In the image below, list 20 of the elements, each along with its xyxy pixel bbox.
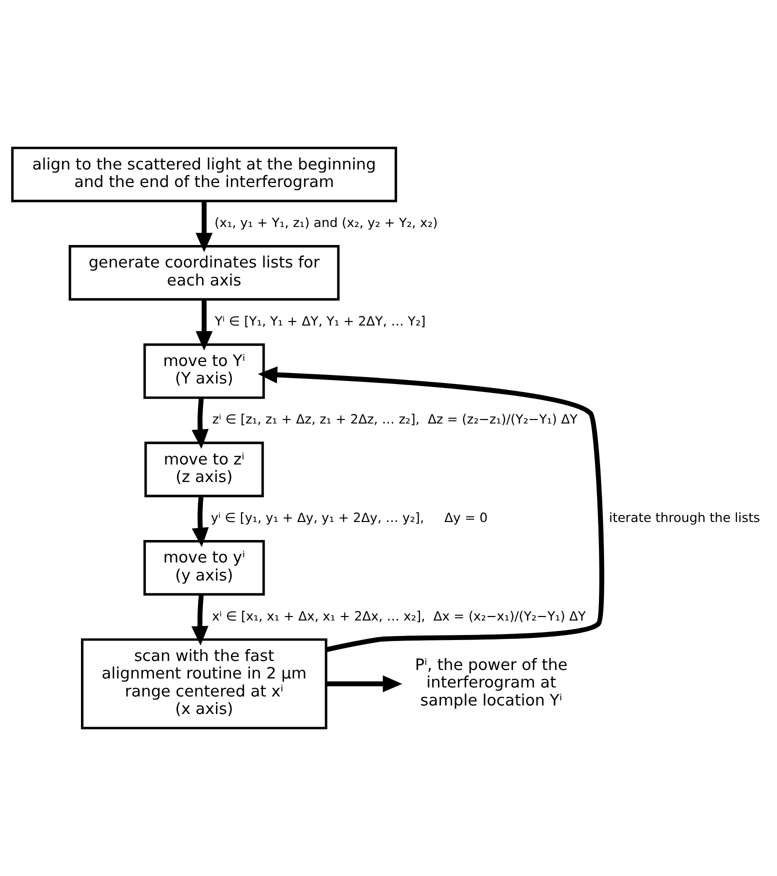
arrow <box>258 366 604 652</box>
arrow <box>191 594 208 646</box>
node-box: align to the scattered light at the beginning and the end of the interferogram <box>11 146 398 202</box>
node-box: move to zⁱ (z axis) <box>144 442 264 498</box>
arrow <box>192 398 209 449</box>
node-box: generate coordinates lists for each axis <box>68 245 340 301</box>
edge-label: iterate through the lists <box>609 510 760 526</box>
edge-label: Yⁱ ∈ [Y₁, Y₁ + ΔY, Y₁ + 2ΔY, … Y₂] <box>214 314 426 330</box>
arrow <box>326 675 402 692</box>
node-text: Pⁱ, the power of the interferogram at sample location Yⁱ <box>414 654 568 710</box>
arrow <box>192 496 209 548</box>
edge-label: (x₁, y₁ + Y₁, z₁) and (x₂, y₂ + Y₂, x₂) <box>214 216 438 231</box>
edge-label: yⁱ ∈ [y₁, y₁ + Δy, y₁ + 2Δy, … y₂], Δy = 0 <box>210 510 488 526</box>
arrow <box>196 299 213 351</box>
node-box: move to yⁱ (y axis) <box>143 540 265 596</box>
arrow <box>196 201 213 252</box>
node-box: move to Yⁱ (Y axis) <box>143 343 265 399</box>
edge-label: zⁱ ∈ [z₁, z₁ + Δz, z₁ + 2Δz, … z₂], Δz = (z₂−z₁)/(Y₂−Y₁) ΔY <box>212 412 578 428</box>
edge-label: xⁱ ∈ [x₁, x₁ + Δx, x₁ + 2Δx, … x₂], Δx = (x₂−x₁)/(Y₂−Y₁) ΔY <box>212 609 586 624</box>
node-box: scan with the fast alignment routine in 2 μm range centered at xⁱ (x axis) <box>80 638 328 730</box>
